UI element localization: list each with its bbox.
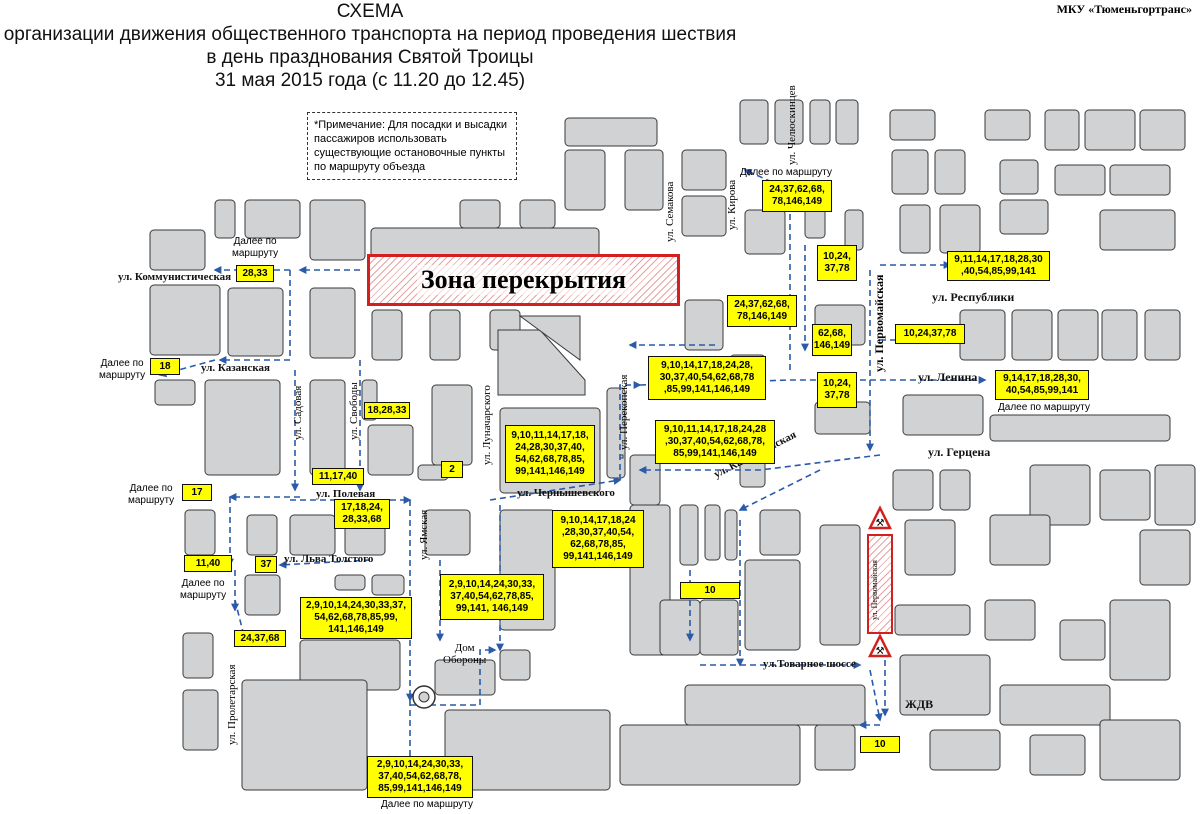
further-label: Далее по маршруту <box>180 578 227 601</box>
route-box: 24,37,68 <box>234 630 286 647</box>
note-box: *Примечание: Для посадки и высадки пасса… <box>307 112 517 180</box>
route-box: 17 <box>182 484 212 501</box>
map-title: СХЕМА организации движения общественного… <box>0 0 740 92</box>
route-box: 10,24, 37,78 <box>817 372 857 408</box>
street-label: ул. Пролетарская <box>226 664 238 745</box>
route-box: 18 <box>150 358 180 375</box>
street-label: ул. Льва Толстого <box>284 553 374 565</box>
street-label: ул. Первомайская <box>870 560 879 620</box>
road-works-sign-icon: ⚒ <box>867 633 893 658</box>
route-box: 10,24, 37,78 <box>817 245 857 281</box>
street-label: ул. Челюскинцев <box>786 85 798 165</box>
traffic-circle-icon <box>412 685 436 709</box>
route-box: 2 <box>441 461 463 478</box>
route-box: 2,9,10,14,24,30,33, 37,40,54,62,68,78, 8… <box>367 756 473 798</box>
route-box: 11,17,40 <box>312 468 364 485</box>
route-box: 9,10,11,14,17,18, 24,28,30,37,40, 54,62,… <box>505 425 595 483</box>
closed-street-strip <box>867 534 893 634</box>
route-box: 9,11,14,17,18,28,30 ,40,54,85,99,141 <box>947 251 1050 281</box>
route-box: 24,37,62,68, 78,146,149 <box>762 180 832 212</box>
route-box: 18,28,33 <box>364 402 410 419</box>
street-label: ул. Свободы <box>348 382 360 440</box>
route-box: 2,9,10,14,24,30,33,37, 54,62,68,78,85,99… <box>300 597 412 639</box>
further-label: Далее по маршруту <box>99 358 146 381</box>
svg-text:⚒: ⚒ <box>876 646 885 657</box>
street-label: ул. Республики <box>932 290 1015 304</box>
street-label: ул.Товарное шоссе <box>763 658 856 670</box>
further-label: Далее по маршруту <box>232 236 279 259</box>
route-box: 37 <box>255 556 277 573</box>
street-label: ул. Луначарского <box>481 385 493 465</box>
further-label: Далее по маршруту <box>381 799 473 810</box>
street-label: ул. Коммунистическая <box>118 271 232 283</box>
further-label: Далее по маршруту <box>740 167 832 178</box>
landmark-label: Дом Обороны <box>443 642 487 666</box>
street-label: ул. Перекопская <box>618 374 630 450</box>
street-label: ЖДВ <box>905 697 934 711</box>
route-box: 9,10,14,17,18,24 ,28,30,37,40,54, 62,68,… <box>552 510 644 568</box>
street-label: ул. Полевая <box>316 488 376 500</box>
title-line: СХЕМА <box>336 1 404 22</box>
closure-zone: Зона перекрытия <box>367 254 680 306</box>
route-box: 10 <box>860 736 900 753</box>
street-label: ул. Кирова <box>726 179 738 230</box>
route-box: 9,10,11,14,17,18,24,28 ,30,37,40,54,62,6… <box>655 420 775 464</box>
street-label: ул. Чернышевского <box>517 487 615 499</box>
street-label: ул. Ленина <box>918 370 978 384</box>
title-line: организации движения общественного транс… <box>3 24 737 45</box>
route-box: 10 <box>680 582 740 599</box>
street-label: ул. Семакова <box>664 181 676 242</box>
street-label: ул. Казанская <box>201 362 270 374</box>
route-box: 11,40 <box>184 555 232 572</box>
street-label: ул. Герцена <box>928 445 991 459</box>
title-line: 31 мая 2015 года (с 11.20 до 12.45) <box>214 70 526 91</box>
street-label: ул. Садовая <box>292 385 304 440</box>
route-box: 28,33 <box>236 265 274 282</box>
route-box: 17,18,24, 28,33,68 <box>334 499 390 529</box>
street-label: ул. Первомайская <box>872 274 886 373</box>
closure-zone-label: Зона перекрытия <box>416 265 631 295</box>
route-box: 62,68, 146,149 <box>812 324 852 356</box>
svg-text:⚒: ⚒ <box>876 518 885 529</box>
further-label: Далее по маршруту <box>998 402 1090 413</box>
route-box: 9,14,17,18,28,30, 40,54,85,99,141 <box>995 370 1089 400</box>
route-box: 9,10,14,17,18,24,28, 30,37,40,54,62,68,7… <box>648 356 766 400</box>
street-label: ул. Ямская <box>418 509 430 560</box>
further-label: Далее по маршруту <box>128 483 175 506</box>
road-works-sign-icon: ⚒ <box>867 505 893 530</box>
route-box: 2,9,10,14,24,30,33, 37,40,54,62,78,85, 9… <box>440 574 544 620</box>
organization-name: МКУ «Тюменьгортранс» <box>1056 2 1192 16</box>
title-line: в день празднования Святой Троицы <box>206 47 534 68</box>
route-box: 24,37,62,68, 78,146,149 <box>727 295 797 327</box>
route-box: 10,24,37,78 <box>895 324 965 344</box>
